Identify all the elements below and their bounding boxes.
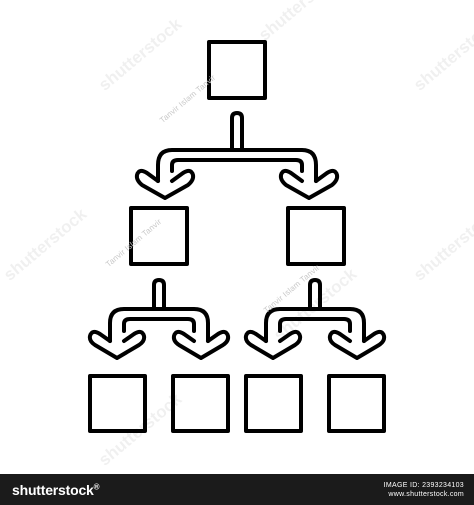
hierarchy-org-chart-icon <box>87 40 387 433</box>
node-mid-right <box>286 206 346 266</box>
arrow-right-2a <box>243 329 303 360</box>
arrow-right-2b <box>327 329 387 360</box>
node-bottom-2 <box>171 374 230 433</box>
node-bottom-4 <box>327 374 386 433</box>
node-mid-left <box>129 206 189 266</box>
brand-name: shutterstock <box>12 481 94 498</box>
arrow-left-1 <box>134 168 196 200</box>
arrow-left-2b <box>171 329 231 360</box>
image-meta: IMAGE ID: 2393234103 www.shutterstock.co… <box>384 481 464 499</box>
connector-level-2-left <box>108 278 210 343</box>
node-bottom-3 <box>244 374 303 433</box>
footer-bar: shutterstock® IMAGE ID: 2393234103 www.s… <box>0 474 474 505</box>
arrow-left-2a <box>87 329 147 360</box>
connector-level-2-right <box>264 278 366 343</box>
site-url: www.shutterstock.com <box>388 490 464 498</box>
brand-registered-mark: ® <box>93 481 100 491</box>
connector-level-1 <box>156 111 318 183</box>
arrow-right-1 <box>278 168 340 200</box>
image-id-label: IMAGE ID: 2393234103 <box>383 481 464 489</box>
node-top <box>207 40 267 100</box>
node-bottom-1 <box>88 374 147 433</box>
shutterstock-logo: shutterstock® <box>12 481 100 498</box>
